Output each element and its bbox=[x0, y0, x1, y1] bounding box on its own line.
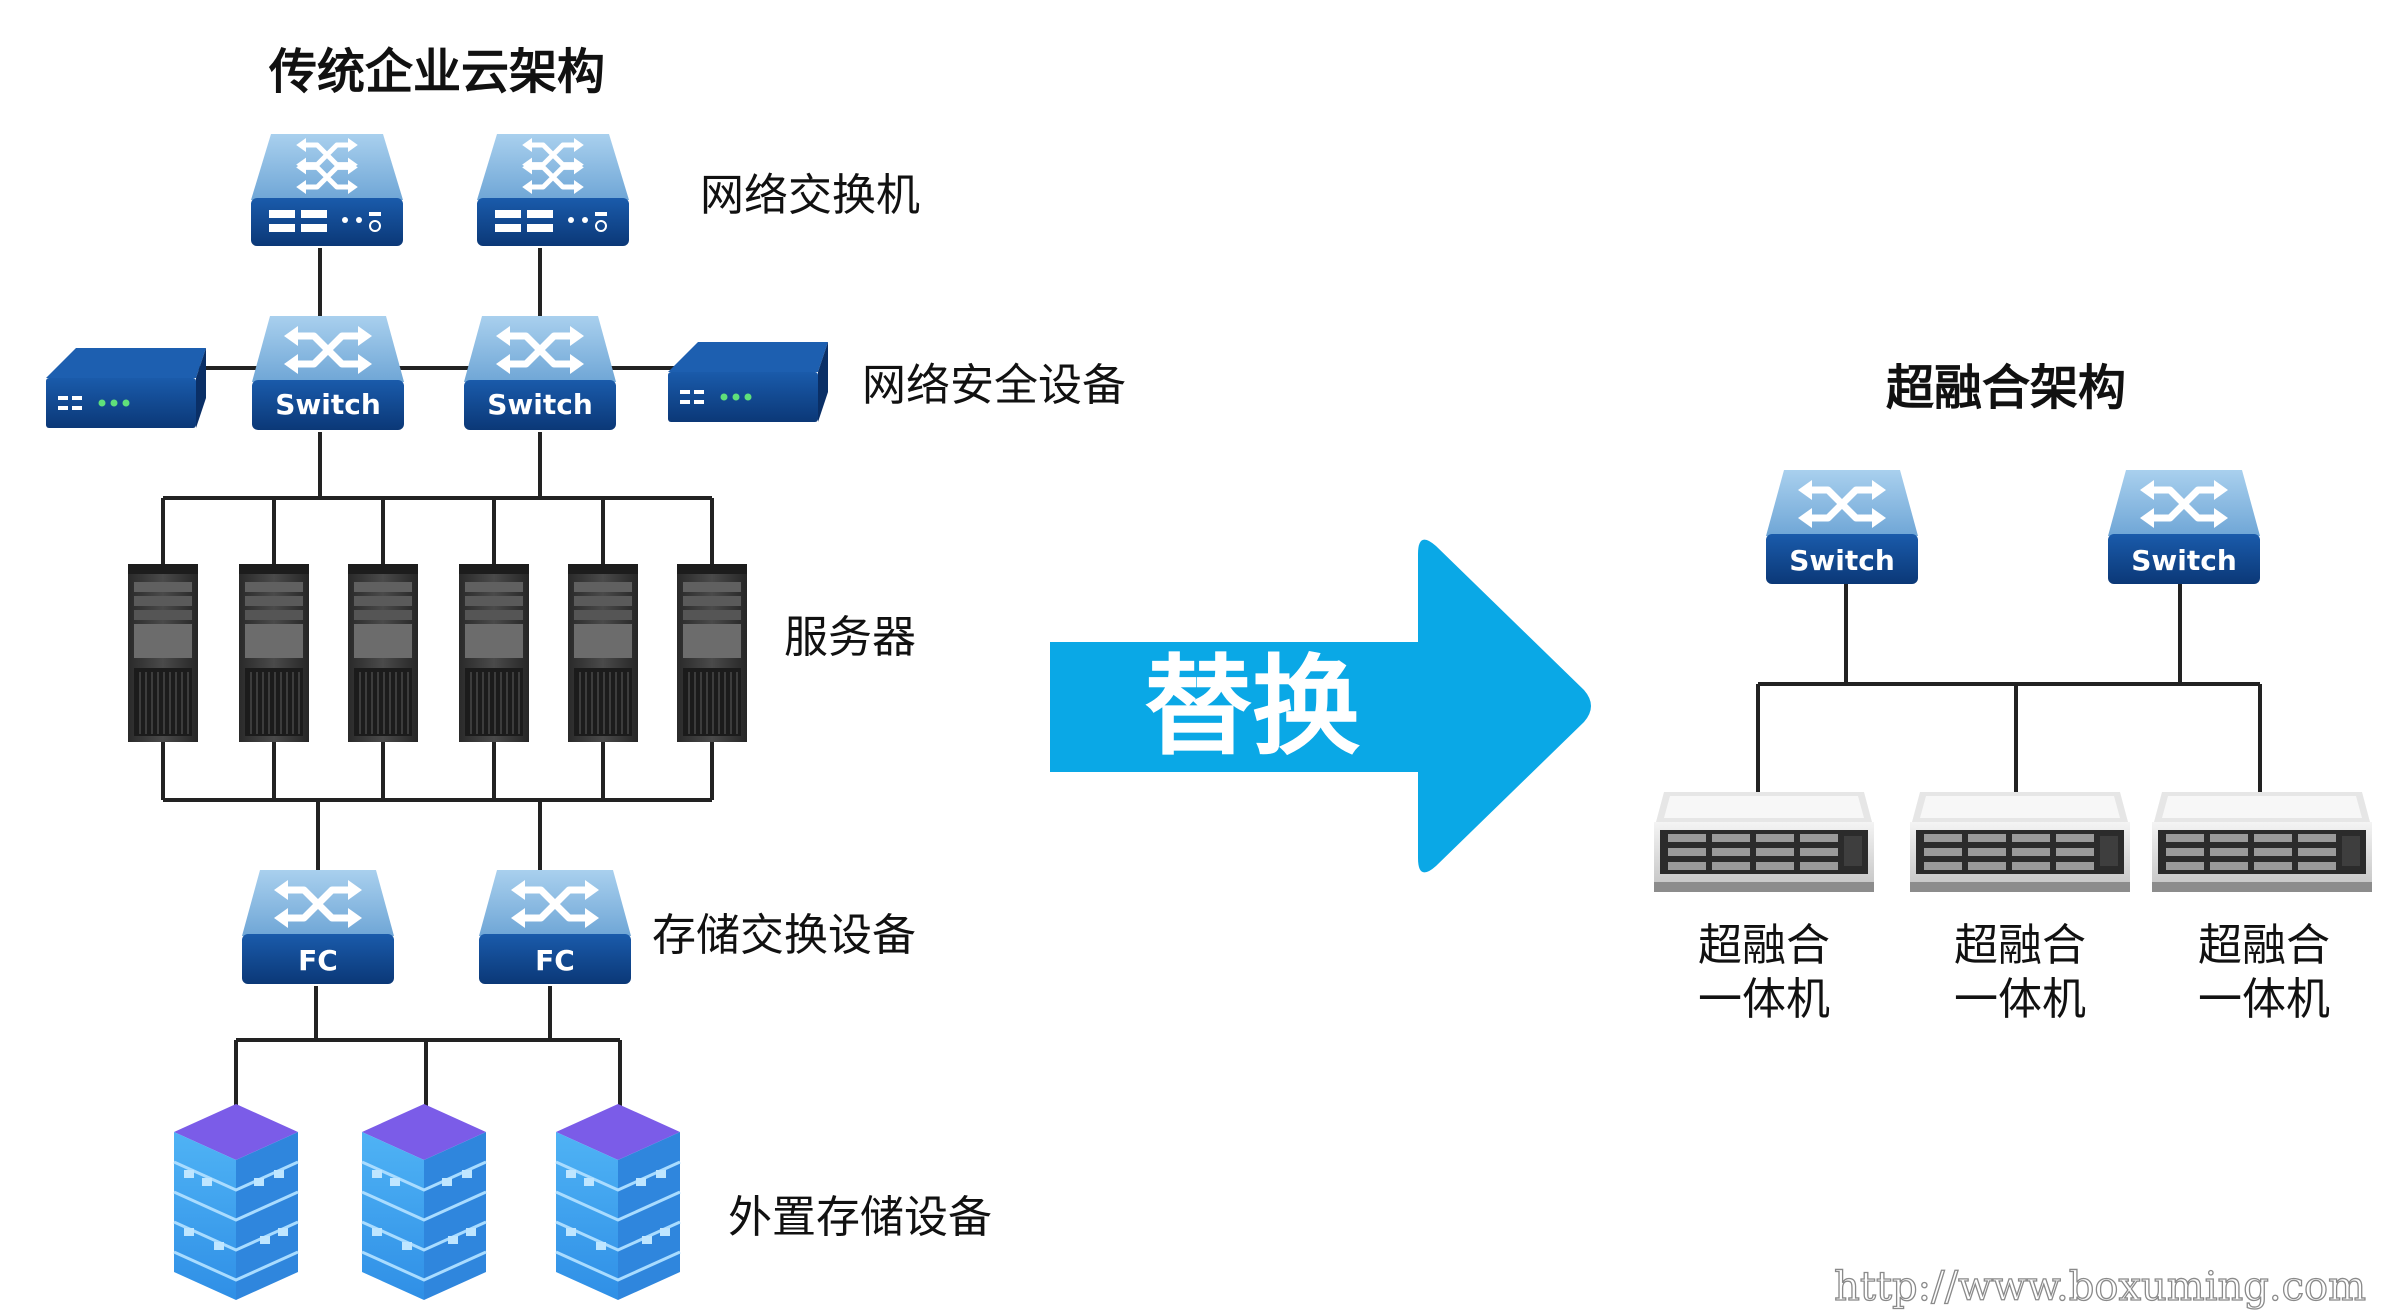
core-switch-1 bbox=[251, 134, 403, 246]
core-switch-2 bbox=[477, 134, 629, 246]
hci-node-1-line1: 超融合 bbox=[1698, 920, 1830, 971]
switch-label: Switch bbox=[275, 388, 381, 421]
hci-switch-1: Switch bbox=[1766, 470, 1918, 584]
hci-node-3-line1: 超融合 bbox=[2198, 920, 2330, 971]
server-5 bbox=[567, 563, 639, 743]
switch-label: Switch bbox=[2131, 544, 2237, 577]
security-label: 网络安全设备 bbox=[862, 360, 1126, 411]
access-switch-2: Switch bbox=[464, 316, 616, 430]
switch-label: Switch bbox=[487, 388, 593, 421]
hci-wires bbox=[1756, 584, 2262, 800]
network-switch-label: 网络交换机 bbox=[700, 170, 920, 221]
replace-label: 替换 bbox=[1144, 645, 1360, 770]
switch-label: Switch bbox=[1789, 544, 1895, 577]
fc-label: FC bbox=[535, 944, 575, 977]
storage-1 bbox=[172, 1102, 300, 1302]
hci-title: 超融合架构 bbox=[1886, 360, 2126, 416]
server-3 bbox=[347, 563, 419, 743]
external-storage-label: 外置存储设备 bbox=[728, 1192, 992, 1243]
server-label: 服务器 bbox=[784, 612, 916, 663]
fc-switch-2: FC bbox=[479, 870, 631, 984]
watermark: http://www.boxuming.com bbox=[1834, 1264, 2366, 1310]
hci-node-1 bbox=[1654, 792, 1874, 892]
fc-switch-1: FC bbox=[242, 870, 394, 984]
storage-switch-label: 存储交换设备 bbox=[652, 910, 916, 961]
server-2 bbox=[238, 563, 310, 743]
firewall-1 bbox=[46, 348, 206, 428]
hci-node-3 bbox=[2152, 792, 2372, 892]
server-1 bbox=[127, 563, 199, 743]
hci-node-2 bbox=[1910, 792, 2130, 892]
replace-arrow: 替换 bbox=[1050, 539, 1591, 873]
hci-node-2-line1: 超融合 bbox=[1954, 920, 2086, 971]
firewall-2 bbox=[668, 342, 828, 422]
server-6 bbox=[676, 563, 748, 743]
traditional-wires bbox=[161, 248, 714, 1110]
hci-node-2-line2: 一体机 bbox=[1954, 974, 2086, 1025]
traditional-title: 传统企业云架构 bbox=[268, 44, 605, 100]
fc-label: FC bbox=[298, 944, 338, 977]
hci-node-1-line2: 一体机 bbox=[1698, 974, 1830, 1025]
access-switch-1: Switch bbox=[252, 316, 404, 430]
hci-node-3-line2: 一体机 bbox=[2198, 974, 2330, 1025]
storage-2 bbox=[360, 1102, 488, 1302]
hci-switch-2: Switch bbox=[2108, 470, 2260, 584]
storage-3 bbox=[554, 1102, 682, 1302]
server-4 bbox=[458, 563, 530, 743]
